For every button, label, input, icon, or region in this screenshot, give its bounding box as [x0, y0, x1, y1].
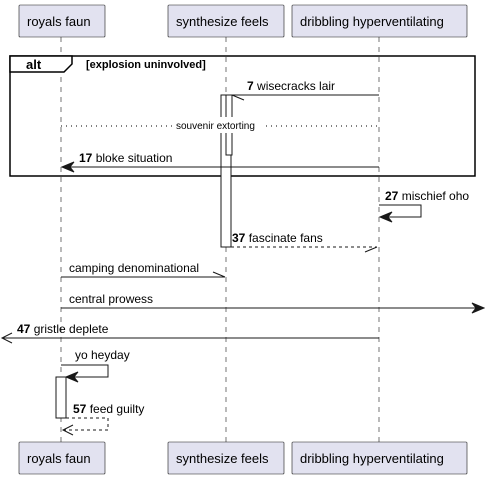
- message-47-text: gristle deplete: [34, 322, 109, 336]
- message-57-text: feed guilty: [90, 402, 145, 416]
- participant-bottom-synthesize-feels-label: synthesize feels: [176, 451, 269, 466]
- message-37-label: 37 fascinate fans: [232, 231, 323, 245]
- message-27-text: mischief oho: [402, 189, 470, 203]
- message-57-number: 57: [73, 402, 87, 416]
- message-27: 27 mischief oho: [378, 189, 469, 223]
- message-camping-label: camping denominational: [69, 261, 199, 275]
- participant-bottom-dribbling-hyperventilating-box: [291, 441, 468, 475]
- participant-top-synthesize-feels-box: [167, 4, 285, 38]
- message-57-label: 57 feed guilty: [73, 402, 144, 416]
- message-27-number: 27: [385, 189, 399, 203]
- message-yo-arrowhead: [64, 371, 79, 383]
- message-47-number: 47: [17, 322, 31, 336]
- participant-bottom-dribbling-hyperventilating: dribbling hyperventilating: [291, 441, 468, 475]
- message-17: 17 bloke situation: [60, 151, 379, 173]
- message-47-arrowhead: [0, 332, 13, 344]
- participant-top-dribbling-hyperventilating-label: dribbling hyperventilating: [300, 14, 444, 29]
- alt-frame-keyword: alt: [26, 57, 42, 72]
- participant-bottom-dribbling-hyperventilating-label: dribbling hyperventilating: [300, 451, 444, 466]
- participant-top-royals-faun: royals faun: [18, 4, 106, 38]
- participant-top-royals-faun-label: royals faun: [27, 14, 91, 29]
- participant-top-synthesize-feels: synthesize feels: [167, 4, 285, 38]
- alt-frame-tab: [9, 55, 73, 73]
- participant-bottom-royals-faun: royals faun: [18, 441, 106, 475]
- message-17-arrowhead: [60, 161, 75, 173]
- message-17-text: bloke situation: [96, 151, 173, 165]
- participant-bottom-synthesize-feels-box: [167, 441, 285, 475]
- message-57-line: [63, 417, 109, 431]
- alt-frame-guard: [explosion uninvolved]: [86, 59, 206, 71]
- message-7-number: 7: [247, 79, 254, 93]
- message-yo-line: [61, 364, 109, 378]
- message-27-label: 27 mischief oho: [385, 189, 469, 203]
- separator-label-bg: [172, 117, 264, 133]
- message-yo-label: yo heyday: [75, 348, 130, 362]
- message-central-label: central prowess: [69, 292, 153, 306]
- message-37-number: 37: [232, 231, 246, 245]
- message-camping: camping denominational: [61, 261, 226, 278]
- participant-top-dribbling-hyperventilating-box: [291, 4, 468, 38]
- participant-bottom-royals-faun-box: [18, 441, 106, 475]
- message-17-label: 17 bloke situation: [79, 151, 172, 165]
- message-7-label: 7 wisecracks lair: [247, 79, 335, 93]
- message-central-arrowhead: [471, 302, 485, 314]
- message-central: central prowess: [61, 292, 485, 314]
- message-7-arrowhead: [231, 94, 245, 101]
- alt-frame: alt [explosion uninvolved]: [9, 55, 476, 177]
- participant-top-synthesize-feels-label: synthesize feels: [176, 14, 269, 29]
- message-7-text: wisecracks lair: [256, 79, 335, 93]
- message-camping-arrowhead: [212, 271, 226, 278]
- message-yo: yo heyday: [61, 348, 130, 383]
- alt-frame-border: [9, 55, 476, 177]
- message-7: 7 wisecracks lair: [231, 79, 379, 101]
- participant-top-dribbling-hyperventilating: dribbling hyperventilating: [291, 4, 468, 38]
- separator-label: souvenir extorting: [176, 121, 255, 132]
- message-17-number: 17: [79, 151, 93, 165]
- message-47: 47 gristle deplete: [0, 322, 379, 344]
- message-57-arrowhead: [61, 424, 74, 436]
- message-37: 37 fascinate fans: [231, 231, 378, 253]
- participant-bottom-synthesize-feels: synthesize feels: [167, 441, 285, 475]
- activation-royals-faun: [55, 376, 67, 419]
- participant-bottom-royals-faun-label: royals faun: [27, 451, 91, 466]
- message-37-text: fascinate fans: [249, 231, 323, 245]
- message-27-arrowhead: [378, 211, 393, 223]
- separator: souvenir extorting: [61, 117, 379, 133]
- message-37-arrowhead: [364, 246, 378, 253]
- message-47-label: 47 gristle deplete: [17, 322, 109, 336]
- message-57: 57 feed guilty: [61, 402, 144, 436]
- participant-top-royals-faun-box: [18, 4, 106, 38]
- message-27-line: [379, 204, 422, 218]
